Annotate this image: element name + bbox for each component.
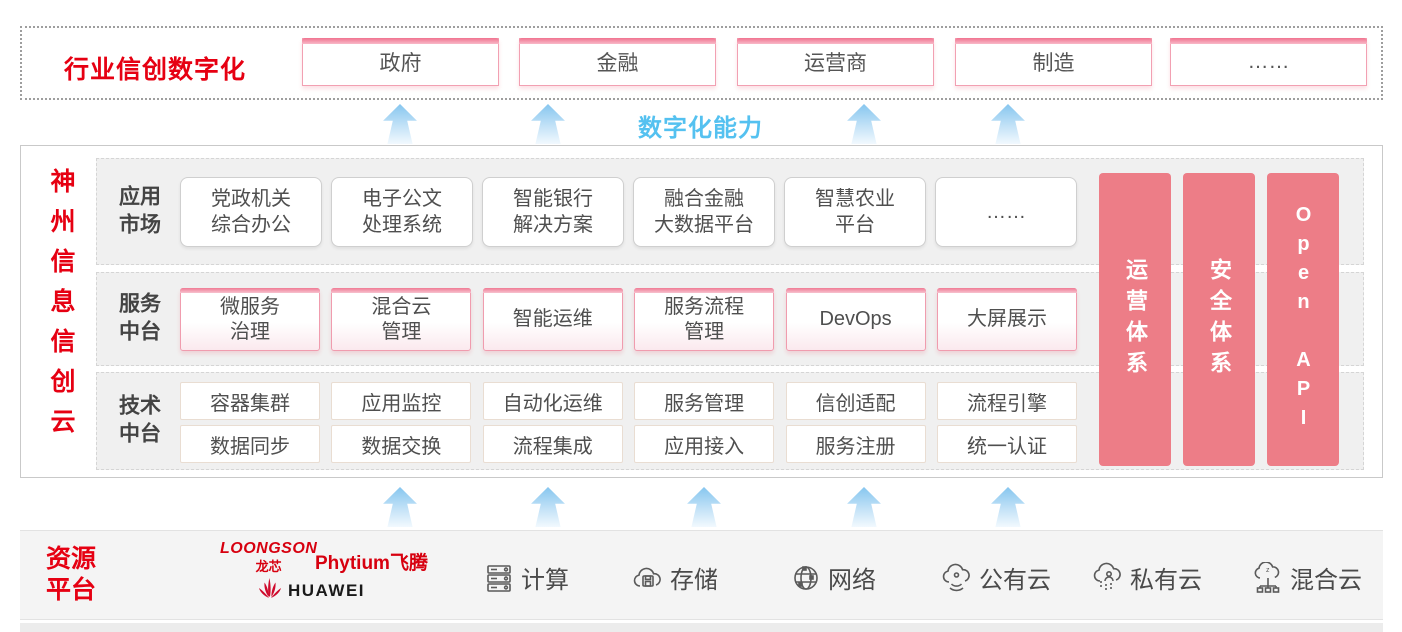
capability-label: 数字化能力 xyxy=(638,115,763,142)
tech-box: 服务管理 xyxy=(634,382,775,420)
pillar-label: 安全体系 xyxy=(1207,257,1232,382)
tech-band: 技术 中台 容器集群 应用监控 自动化运维 服务管理 信创适配 流程引擎 数据同… xyxy=(96,372,1364,470)
service-box: 混合云 管理 xyxy=(331,288,472,351)
network-icon xyxy=(790,562,822,594)
up-arrow-icon xyxy=(847,104,881,144)
resource-item-compute: 计算 xyxy=(483,560,569,595)
svg-text:z: z xyxy=(1266,567,1270,574)
tech-box: 应用接入 xyxy=(634,425,775,463)
up-arrow-icon xyxy=(991,487,1025,527)
industry-box-manufacturing: 制造 xyxy=(955,38,1152,86)
tech-box: 流程引擎 xyxy=(936,382,1077,420)
tech-box: 信创适配 xyxy=(785,382,926,420)
loongson-wordmark: LOONGSON xyxy=(220,540,318,557)
resource-item-label: 公有云 xyxy=(979,567,1051,594)
industry-box-government: 政府 xyxy=(302,38,499,86)
tech-label: 技术 中台 xyxy=(119,394,161,446)
loongson-logo: LOONGSON 龙芯 xyxy=(220,540,317,575)
service-boxes: 微服务 治理 混合云 管理 智能运维 服务流程 管理 DevOps 大屏展示 xyxy=(180,288,1077,351)
pillar-security: 安全体系 xyxy=(1183,173,1255,466)
private-cloud-icon xyxy=(1092,562,1124,594)
industry-box-more: …… xyxy=(1170,38,1367,86)
up-arrow-icon xyxy=(531,104,565,144)
up-arrow-icon xyxy=(847,487,881,527)
app-box: 融合金融 大数据平台 xyxy=(633,177,775,247)
footer-divider xyxy=(20,623,1383,632)
industry-label: 运营商 xyxy=(804,52,867,75)
tech-box: 应用监控 xyxy=(331,382,472,420)
industry-banner: 行业信创数字化 政府 金融 运营商 制造 …… xyxy=(20,26,1383,100)
app-market-boxes: 党政机关 综合办公 电子公文 处理系统 智能银行 解决方案 融合金融 大数据平台… xyxy=(180,177,1077,247)
resource-item-public-cloud: 公有云 xyxy=(941,560,1051,595)
platform-title: 神州信息信创云 xyxy=(47,168,75,448)
storage-cloud-icon xyxy=(632,562,664,594)
resource-item-network: 网络 xyxy=(790,560,876,595)
app-box: 电子公文 处理系统 xyxy=(331,177,473,247)
resource-item-private-cloud: 私有云 xyxy=(1092,560,1202,595)
resource-item-label: 私有云 xyxy=(1130,567,1202,594)
phytium-logo: Phytium飞腾 xyxy=(315,553,428,574)
hybrid-cloud-icon: z xyxy=(1252,561,1284,594)
resource-item-label: 存储 xyxy=(670,567,718,594)
industry-label: …… xyxy=(1247,50,1290,73)
tech-box: 数据同步 xyxy=(180,425,320,463)
huawei-flower-icon xyxy=(258,577,282,604)
app-box: 智慧农业 平台 xyxy=(784,177,926,247)
service-box: 微服务 治理 xyxy=(180,288,320,351)
public-cloud-icon xyxy=(941,562,973,594)
huawei-logo: HUAWEI xyxy=(258,577,365,604)
industry-box-operator: 运营商 xyxy=(737,38,934,86)
server-icon xyxy=(483,562,515,594)
tech-box: 数据交换 xyxy=(331,425,472,463)
tech-box: 容器集群 xyxy=(180,382,320,420)
tech-box: 统一认证 xyxy=(936,425,1077,463)
tech-boxes-top: 容器集群 应用监控 自动化运维 服务管理 信创适配 流程引擎 xyxy=(180,382,1077,420)
resource-item-label: 计算 xyxy=(521,567,569,594)
resource-item-label: 网络 xyxy=(828,567,876,594)
industry-box-finance: 金融 xyxy=(519,38,716,86)
platform-panel: 神州信息信创云 应用 市场 党政机关 综合办公 电子公文 处理系统 智能银行 解… xyxy=(20,145,1383,478)
industry-banner-title: 行业信创数字化 xyxy=(64,56,247,84)
tech-box: 服务注册 xyxy=(785,425,926,463)
up-arrow-icon xyxy=(687,487,721,527)
tech-box: 自动化运维 xyxy=(482,382,623,420)
service-box: DevOps xyxy=(785,288,926,351)
app-box: 智能银行 解决方案 xyxy=(482,177,624,247)
resource-item-hybrid-cloud: z 混合云 xyxy=(1252,560,1362,595)
up-arrow-icon xyxy=(991,104,1025,144)
up-arrow-icon xyxy=(383,104,417,144)
resource-item-storage: 存储 xyxy=(632,560,718,595)
app-market-band: 应用 市场 党政机关 综合办公 电子公文 处理系统 智能银行 解决方案 融合金融… xyxy=(96,158,1364,265)
tech-boxes-bottom: 数据同步 数据交换 流程集成 应用接入 服务注册 统一认证 xyxy=(180,425,1077,463)
app-box: 党政机关 综合办公 xyxy=(180,177,322,247)
industry-label: 制造 xyxy=(1032,52,1075,75)
pillar-operations: 运营体系 xyxy=(1099,173,1171,466)
service-label: 服务 中台 xyxy=(119,292,161,344)
app-box: …… xyxy=(935,177,1077,247)
up-arrow-icon xyxy=(383,487,417,527)
pillar-label: Open API xyxy=(1292,203,1315,436)
industry-label: 金融 xyxy=(596,52,639,75)
up-arrow-icon xyxy=(531,487,565,527)
tech-box: 流程集成 xyxy=(482,425,623,463)
resource-platform-title: 资源 平台 xyxy=(46,545,97,604)
resource-item-label: 混合云 xyxy=(1290,567,1362,594)
pillar-open-api: Open API xyxy=(1267,173,1339,466)
loongson-cn-label: 龙芯 xyxy=(255,559,282,574)
service-band: 服务 中台 微服务 治理 混合云 管理 智能运维 服务流程 管理 DevOps … xyxy=(96,272,1364,366)
service-box: 智能运维 xyxy=(482,288,623,351)
pillar-label: 运营体系 xyxy=(1123,257,1148,382)
service-box: 大屏展示 xyxy=(936,288,1077,351)
app-market-label: 应用 市场 xyxy=(119,185,161,237)
resource-platform-section: 资源 平台 LOONGSON 龙芯 Phytium飞腾 HUAWEI xyxy=(20,530,1383,620)
huawei-wordmark: HUAWEI xyxy=(288,580,365,600)
service-box: 服务流程 管理 xyxy=(634,288,775,351)
industry-label: 政府 xyxy=(379,52,422,75)
